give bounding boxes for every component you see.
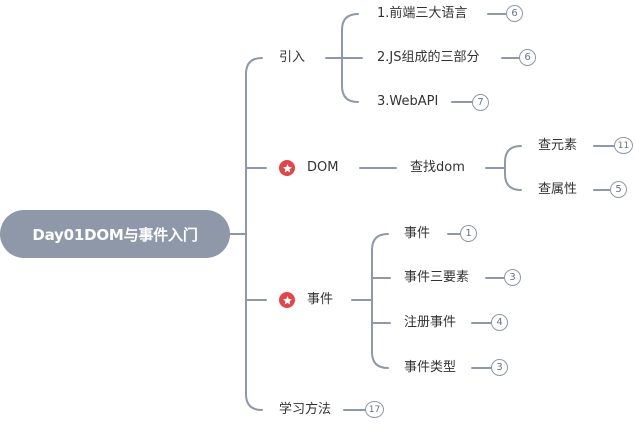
node-find-element[interactable]: 查元素	[538, 138, 578, 153]
connector-event-trunk	[371, 233, 389, 369]
connector-trunk	[245, 57, 263, 411]
node-find-attribute[interactable]: 查属性	[538, 182, 578, 197]
node-event[interactable]: 事件	[307, 292, 334, 307]
star-icon	[279, 160, 295, 176]
count-badge[interactable]: 7	[472, 94, 489, 111]
count-badge[interactable]: 6	[519, 49, 536, 66]
node-find-dom[interactable]: 查找dom	[410, 160, 465, 175]
node-intro-2[interactable]: 2.JS组成的三部分	[377, 50, 480, 65]
count-badge[interactable]: 17	[365, 401, 384, 418]
count-badge[interactable]: 11	[614, 137, 633, 154]
node-event-4[interactable]: 事件类型	[404, 360, 457, 375]
count-badge[interactable]: 3	[504, 269, 521, 286]
connector-find-trunk	[504, 145, 522, 191]
node-event-2[interactable]: 事件三要素	[404, 270, 470, 285]
node-intro[interactable]: 引入	[279, 50, 306, 65]
count-badge[interactable]: 6	[506, 5, 523, 22]
node-intro-1[interactable]: 1.前端三大语言	[377, 6, 468, 21]
root-node[interactable]: Day01DOM与事件入门	[0, 210, 230, 258]
node-event-1[interactable]: 事件	[404, 226, 431, 241]
count-badge[interactable]: 1	[460, 225, 477, 242]
count-badge[interactable]: 3	[491, 359, 508, 376]
node-event-3[interactable]: 注册事件	[404, 315, 457, 330]
node-dom[interactable]: DOM	[307, 160, 339, 175]
count-badge[interactable]: 5	[610, 181, 627, 198]
count-badge[interactable]: 4	[491, 314, 508, 331]
node-intro-3[interactable]: 3.WebAPI	[377, 94, 439, 109]
node-method[interactable]: 学习方法	[279, 402, 332, 417]
star-icon	[282, 163, 292, 172]
star-icon	[279, 292, 295, 308]
star-icon	[282, 295, 292, 304]
